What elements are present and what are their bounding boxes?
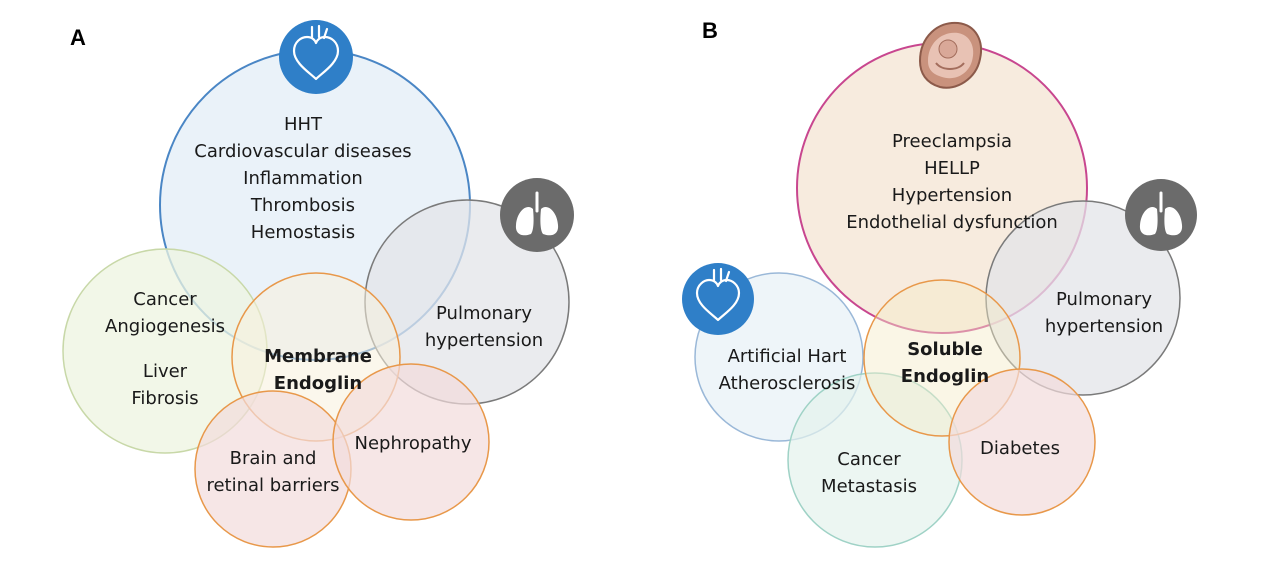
label-line: Brain and <box>229 448 317 469</box>
panel-letter-b: B <box>702 18 718 43</box>
label-line: Endoglin <box>273 373 363 394</box>
label-line: Inflammation <box>243 168 363 189</box>
label-line: Pulmonary <box>436 303 532 324</box>
panel-b <box>682 21 1197 548</box>
label-line: Liver <box>142 361 188 382</box>
label-line: Thrombosis <box>250 195 356 216</box>
label-line: Endoglin <box>900 366 990 387</box>
heart-icon-b <box>682 263 754 335</box>
cardiovascular-label: HHT Cardiovascular diseases Inflammation… <box>194 111 411 246</box>
nephropathy-circle <box>332 363 490 521</box>
panel-a <box>62 20 574 548</box>
label-line: Preeclampsia <box>892 131 1012 152</box>
label-line: Endothelial dysfunction <box>846 212 1058 233</box>
label-line: Metastasis <box>821 476 917 497</box>
soluble-endoglin-label: Soluble Endoglin <box>901 336 989 390</box>
preeclampsia-label: Preeclampsia HELLP Hypertension Endothel… <box>846 128 1058 236</box>
label-line <box>105 340 225 358</box>
label-line: HELLP <box>924 158 980 179</box>
membrane-endoglin-label: Membrane Endoglin <box>264 343 372 397</box>
label-line: Fibrosis <box>131 388 199 409</box>
label-line: Cancer <box>133 289 197 310</box>
label-line: Cardiovascular diseases <box>194 141 412 162</box>
pulmonary-label-b: Pulmonary hypertension <box>1045 286 1163 340</box>
label-line: Hemostasis <box>250 222 356 243</box>
label-line: Atherosclerosis <box>718 373 856 394</box>
label-line: Hypertension <box>891 185 1013 206</box>
label-line: Cancer <box>837 449 901 470</box>
cancer-label-b: Cancer Metastasis <box>821 446 917 500</box>
cancer-label-a: Cancer Angiogenesis Liver Fibrosis <box>105 286 225 412</box>
label-line: HHT <box>283 114 323 135</box>
diabetes-label: Diabetes <box>980 435 1060 462</box>
label-line: Diabetes <box>980 438 1060 459</box>
label-line: Angiogenesis <box>105 316 225 337</box>
lungs-icon-b <box>1125 179 1197 251</box>
artificial-hart-label: Artificial Hart Atherosclerosis <box>719 343 856 397</box>
pulmonary-label-a: Pulmonary hypertension <box>425 300 543 354</box>
label-line: Membrane <box>264 346 372 367</box>
label-line: Soluble <box>907 339 983 360</box>
label-line: retinal barriers <box>206 475 340 496</box>
nephropathy-label: Nephropathy <box>355 430 472 457</box>
heart-icon <box>279 20 353 94</box>
pulmonary-circle-b <box>985 200 1181 396</box>
label-line: hypertension <box>1044 316 1164 337</box>
brain-label: Brain and retinal barriers <box>206 445 339 499</box>
diabetes-circle <box>948 368 1096 516</box>
label-line: Artificial Hart <box>727 346 847 367</box>
panel-letter-a: A <box>70 25 86 50</box>
fetus-icon <box>918 21 982 89</box>
lungs-icon <box>500 178 574 252</box>
label-line: Pulmonary <box>1056 289 1152 310</box>
label-line: hypertension <box>424 330 544 351</box>
label-line: Nephropathy <box>354 433 472 454</box>
